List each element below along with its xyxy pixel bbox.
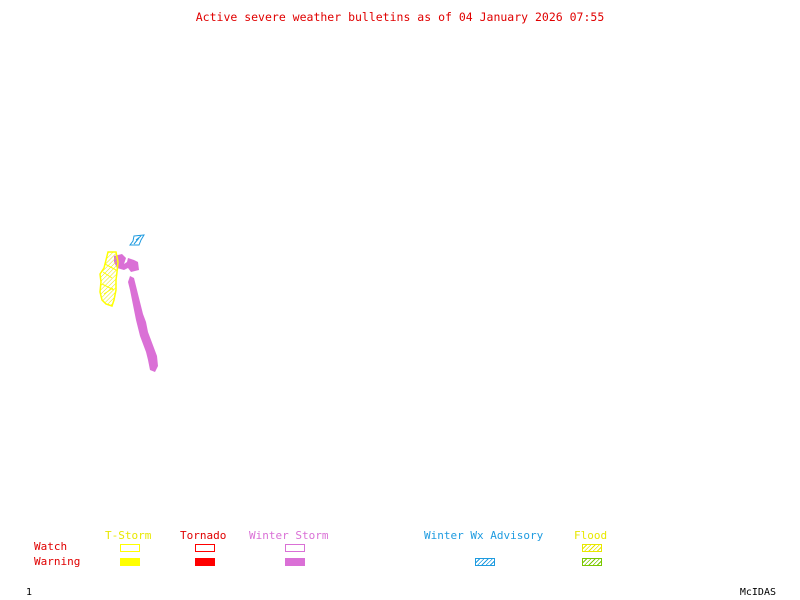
winter-wx-advisory-swatch bbox=[475, 558, 495, 566]
winter-storm-warning-area[interactable] bbox=[114, 254, 139, 272]
tornado-watch-swatch bbox=[195, 544, 215, 552]
tstorm-watch-area[interactable] bbox=[99, 251, 119, 307]
flood-warning-swatch bbox=[582, 558, 602, 566]
tstorm-watch-swatch bbox=[120, 544, 140, 552]
legend-watch-label: Watch bbox=[34, 540, 68, 553]
legend-warning-label: Warning bbox=[34, 555, 81, 568]
winter-storm-watch-swatch bbox=[285, 544, 305, 552]
legend-winter-wx-advisory-label: Winter Wx Advisory bbox=[424, 529, 544, 542]
winter-wx-advisory-area[interactable] bbox=[129, 234, 145, 246]
tstorm-warning-swatch bbox=[120, 558, 140, 566]
legend-winter-storm-label: Winter Storm bbox=[249, 529, 329, 542]
legend-flood-label: Flood bbox=[574, 529, 608, 542]
flood-watch-swatch bbox=[582, 544, 602, 552]
tornado-warning-swatch bbox=[195, 558, 215, 566]
legend-tornado-label: Tornado bbox=[180, 529, 227, 542]
tstorm-watch-inner bbox=[101, 263, 117, 295]
software-label: McIDAS bbox=[739, 587, 776, 598]
frame-number: 1 bbox=[26, 587, 33, 598]
winter-storm-warning-swatch bbox=[285, 558, 305, 566]
winter-storm-warning-area[interactable] bbox=[128, 276, 158, 372]
legend-tstorm-label: T-Storm bbox=[105, 529, 152, 542]
bulletin-title: Active severe weather bulletins as of 04… bbox=[195, 10, 605, 24]
